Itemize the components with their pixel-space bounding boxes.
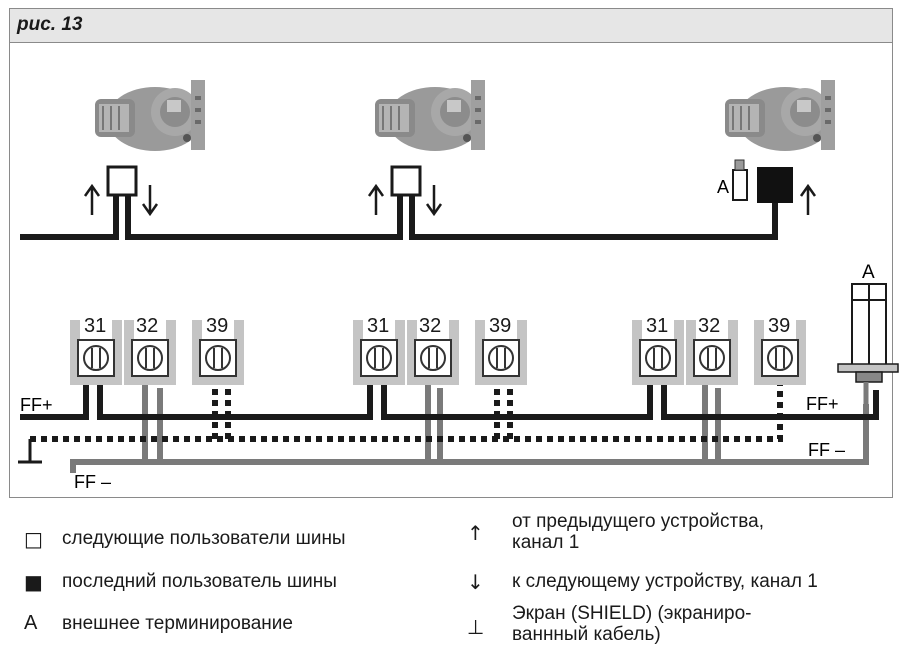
filled-square-icon: ■ (24, 570, 43, 594)
legend-text-next-users: следующие пользователи шины (62, 528, 346, 549)
ff-plus-label-right: FF+ (806, 394, 839, 414)
arrow-up-icon: ↑ (467, 521, 484, 545)
terminal-39-label-3: 39 (768, 315, 790, 337)
ff-minus-wire (70, 372, 869, 473)
terminal-31-label-2: 31 (367, 315, 389, 337)
terminal-31-label-3: 31 (646, 315, 668, 337)
top-bus-line (20, 192, 778, 240)
next-user-box-1 (106, 165, 138, 197)
actuator-image-2 (374, 79, 486, 152)
figure-frame: рис. 13 (9, 8, 893, 498)
termination-resistor (837, 283, 899, 404)
ground-icon (18, 439, 42, 464)
ff-plus-wire (20, 372, 879, 420)
legend-text-shield: Экран (SHIELD) (экраниро-ваннный кабель) (512, 603, 752, 645)
next-user-box-2 (390, 165, 422, 197)
terminal-32-label-3: 32 (698, 315, 720, 337)
termination-small (732, 169, 748, 201)
terminal-39-label-1: 39 (206, 315, 228, 337)
legend-text-termination: внешнее терминирование (62, 613, 293, 634)
terminal-32-label-2: 32 (419, 315, 441, 337)
legend-text-last-user: последний пользователь шины (62, 571, 337, 592)
figure-header: рис. 13 (10, 9, 892, 43)
ff-minus-label-right: FF – (808, 440, 845, 460)
actuator-image-3 (724, 79, 836, 152)
terminal-32-label-1: 32 (136, 315, 158, 337)
arrow-icons (83, 183, 817, 217)
figure-title: рис. 13 (17, 14, 83, 35)
empty-square-icon: □ (24, 527, 43, 551)
legend-text-to-next: к следующему устройству, канал 1 (512, 571, 818, 592)
actuator-image-1 (94, 79, 206, 152)
legend-text-from-previous: от предыдущего устройства, канал 1 (512, 511, 764, 553)
terminal-39-label-2: 39 (489, 315, 511, 337)
ff-plus-label-left: FF+ (20, 395, 53, 415)
ff-minus-label-left: FF – (74, 472, 111, 492)
arrow-down-icon: ↓ (467, 570, 484, 594)
termination-label: A (862, 262, 875, 283)
termination-small-label: A (717, 177, 729, 197)
terminal-31-label-1: 31 (84, 315, 106, 337)
last-user-box (757, 167, 793, 203)
wiring-diagram: A (18, 79, 899, 492)
legend-symbol-a: A (24, 612, 38, 634)
shield-ground-icon: ⊥ (467, 615, 485, 639)
